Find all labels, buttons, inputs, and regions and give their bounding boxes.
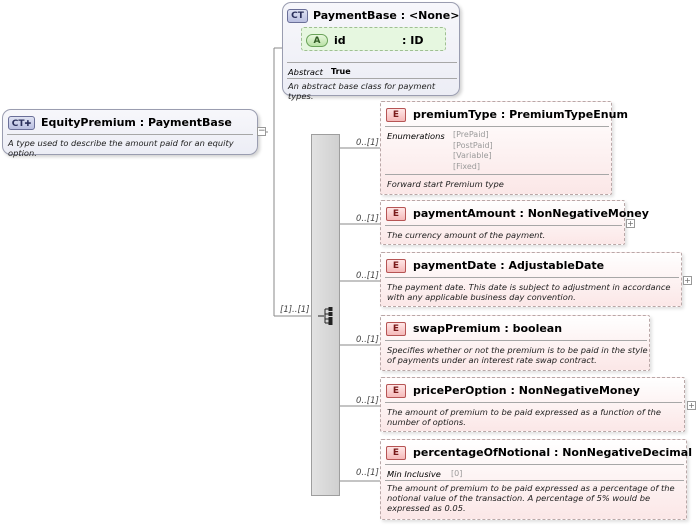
base-type-separator: : xyxy=(400,9,406,22)
divider xyxy=(287,62,457,63)
expand-toggle[interactable]: + xyxy=(683,276,692,285)
element-badge: E xyxy=(386,384,406,398)
root-type-base: PaymentBase xyxy=(148,116,232,129)
element-type: NonNegativeMoney xyxy=(527,207,649,220)
attribute-badge: A xyxy=(306,34,328,47)
element-cardinality: 0..[1] xyxy=(356,271,379,281)
element-badge: E xyxy=(386,108,406,122)
element-documentation: Specifies whether or not the premium is … xyxy=(387,345,648,365)
divider xyxy=(385,464,684,465)
element-title: paymentAmount : NonNegativeMoney xyxy=(413,207,649,220)
element-documentation: The payment date. This date is subject t… xyxy=(387,282,671,302)
element-badge: E xyxy=(386,446,406,460)
enumeration-value: [PostPaid] xyxy=(453,140,493,150)
divider xyxy=(385,174,609,175)
element-percentage-of-notional[interactable]: E percentageOfNotional : NonNegativeDeci… xyxy=(380,439,692,520)
attribute-id[interactable]: A id : ID xyxy=(301,27,446,51)
element-name: percentageOfNotional xyxy=(413,446,551,459)
element-separator: : xyxy=(500,108,506,121)
element-title: percentageOfNotional : NonNegativeDecima… xyxy=(413,446,692,459)
root-type-title: EquityPremium : PaymentBase xyxy=(41,116,232,129)
divider xyxy=(287,78,457,79)
element-title: swapPremium : boolean xyxy=(413,322,562,335)
element-cardinality: 0..[1] xyxy=(356,214,379,224)
facet-label: Min Inclusive xyxy=(387,469,441,479)
divider xyxy=(385,402,682,403)
divider xyxy=(385,480,684,481)
element-separator: : xyxy=(500,259,505,272)
sequence-compositor[interactable] xyxy=(311,134,340,496)
root-type-separator: : xyxy=(139,116,145,129)
divider xyxy=(7,134,253,135)
element-documentation: The amount of premium to be paid express… xyxy=(387,483,675,513)
element-title: premiumType : PremiumTypeEnum xyxy=(413,108,628,121)
complex-type-badge-label: CT xyxy=(11,119,25,129)
element-badge: E xyxy=(386,207,406,221)
element-badge: E xyxy=(386,322,406,336)
base-type-box[interactable]: CT PaymentBase : <None> A id : ID Abstra… xyxy=(282,2,460,101)
expand-toggle[interactable]: + xyxy=(626,219,635,228)
enumeration-value: [Variable] xyxy=(453,151,492,160)
element-type: NonNegativeDecimal xyxy=(562,446,692,459)
element-name: paymentDate xyxy=(413,259,497,272)
element-separator: : xyxy=(504,322,509,335)
element-name: paymentAmount xyxy=(413,207,516,220)
element-name: pricePerOption xyxy=(413,384,507,397)
expand-toggle[interactable]: + xyxy=(687,401,696,410)
root-type-documentation: A type used to describe the amount paid … xyxy=(8,138,234,158)
divider xyxy=(385,225,622,226)
element-cardinality: 0..[1] xyxy=(356,468,379,478)
element-type: boolean xyxy=(512,322,563,335)
enumeration-value: [PrePaid] xyxy=(453,130,489,139)
sequence-icon xyxy=(318,307,333,325)
base-type-name: PaymentBase xyxy=(313,9,397,22)
element-cardinality: 0..[1] xyxy=(356,335,379,345)
element-name: premiumType xyxy=(413,108,497,121)
element-separator: : xyxy=(510,384,515,397)
collapse-toggle[interactable]: − xyxy=(257,126,266,136)
complex-type-badge: CT xyxy=(287,9,308,23)
element-type: NonNegativeMoney xyxy=(518,384,640,397)
enumeration-value: [Fixed] xyxy=(453,161,480,171)
complex-type-badge: CT✚ xyxy=(8,116,35,130)
divider xyxy=(385,277,679,278)
abstract-label: Abstract xyxy=(288,67,323,77)
element-documentation: The amount of premium to be paid express… xyxy=(387,407,662,427)
enumerations-label: Enumerations xyxy=(387,131,445,141)
facet-value: [0] xyxy=(451,469,463,478)
base-type-title: PaymentBase : <None> xyxy=(313,9,459,22)
element-documentation: Forward start Premium type xyxy=(387,179,504,189)
element-documentation: The currency amount of the payment. xyxy=(387,230,546,240)
abstract-value: True xyxy=(331,67,351,76)
element-type: AdjustableDate xyxy=(508,259,605,272)
element-type: PremiumTypeEnum xyxy=(509,108,628,121)
element-premium-type[interactable]: E premiumType : PremiumTypeEnum Enumerat… xyxy=(380,101,628,195)
enumeration-list: [PrePaid] [PostPaid] [Variable] [Fixed] xyxy=(453,130,493,172)
base-type-documentation: An abstract base class for payment types… xyxy=(288,81,436,101)
plus-icon: ✚ xyxy=(24,119,32,128)
attribute-name: id xyxy=(334,34,346,47)
element-price-per-option[interactable]: E pricePerOption : NonNegativeMoney The … xyxy=(380,377,685,432)
element-separator: : xyxy=(553,446,559,459)
element-cardinality: 0..[1] xyxy=(356,396,379,406)
element-cardinality: 0..[1] xyxy=(356,138,379,148)
element-swap-premium[interactable]: E swapPremium : boolean Specifies whethe… xyxy=(380,315,650,371)
sequence-cardinality: [1]..[1] xyxy=(280,305,310,315)
element-payment-amount[interactable]: E paymentAmount : NonNegativeMoney The c… xyxy=(380,200,649,245)
attribute-type: : ID xyxy=(402,34,424,47)
root-type-name: EquityPremium xyxy=(41,116,136,129)
base-type-base: <None> xyxy=(408,9,460,22)
element-title: pricePerOption : NonNegativeMoney xyxy=(413,384,640,397)
element-payment-date[interactable]: E paymentDate : AdjustableDate The payme… xyxy=(380,252,682,307)
divider xyxy=(385,340,647,341)
element-name: swapPremium xyxy=(413,322,501,335)
root-type-box[interactable]: CT✚ EquityPremium : PaymentBase A type u… xyxy=(2,109,258,158)
divider xyxy=(385,126,609,127)
element-separator: : xyxy=(519,207,524,220)
element-title: paymentDate : AdjustableDate xyxy=(413,259,604,272)
element-badge: E xyxy=(386,259,406,273)
